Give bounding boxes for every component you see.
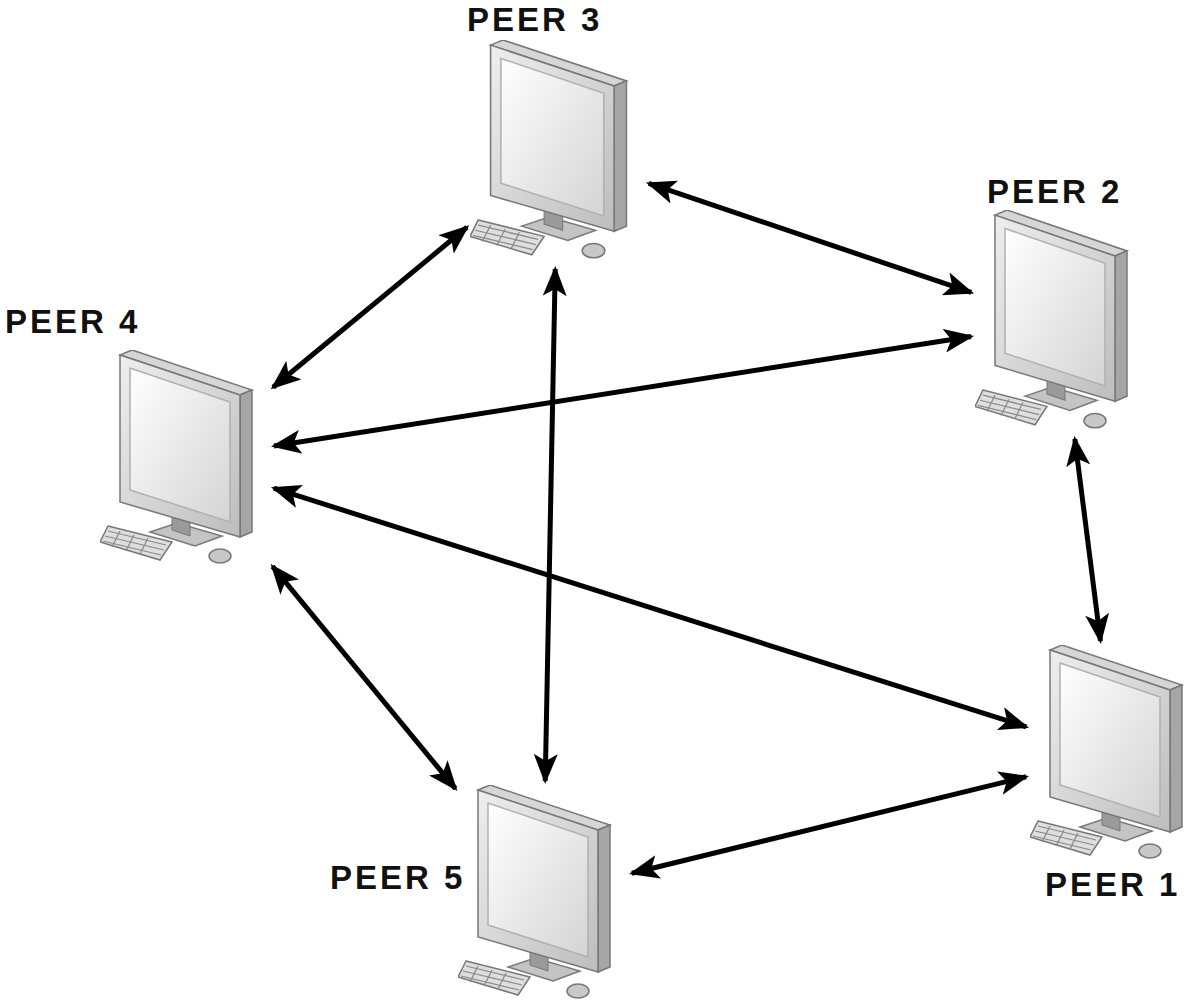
connection-arrow xyxy=(632,777,1026,873)
connection-arrow xyxy=(274,336,971,446)
computer-icon xyxy=(975,210,1145,435)
connection-arrow xyxy=(1075,439,1101,641)
computer-node: PEER 1 xyxy=(1030,645,1200,865)
connection-arrow xyxy=(545,269,555,781)
computer-icon xyxy=(458,785,628,1005)
peer-label: PEER 1 xyxy=(1045,865,1180,905)
computer-node: PEER 2 xyxy=(975,210,1145,435)
computer-icon xyxy=(470,40,645,265)
computer-node: PEER 4 xyxy=(100,350,270,570)
computer-icon xyxy=(1030,645,1200,865)
peer-label: PEER 2 xyxy=(987,172,1122,212)
peer-label: PEER 5 xyxy=(330,858,465,898)
computer-node: PEER 5 xyxy=(458,785,628,1005)
connection-arrow xyxy=(273,566,456,788)
computer-node: PEER 3 xyxy=(470,40,645,265)
computer-icon xyxy=(100,350,270,570)
connection-arrow xyxy=(274,488,1026,727)
peer-label: PEER 3 xyxy=(467,0,602,40)
connection-arrow xyxy=(649,183,971,292)
connection-arrow xyxy=(273,227,467,387)
peer-label: PEER 4 xyxy=(5,302,140,342)
